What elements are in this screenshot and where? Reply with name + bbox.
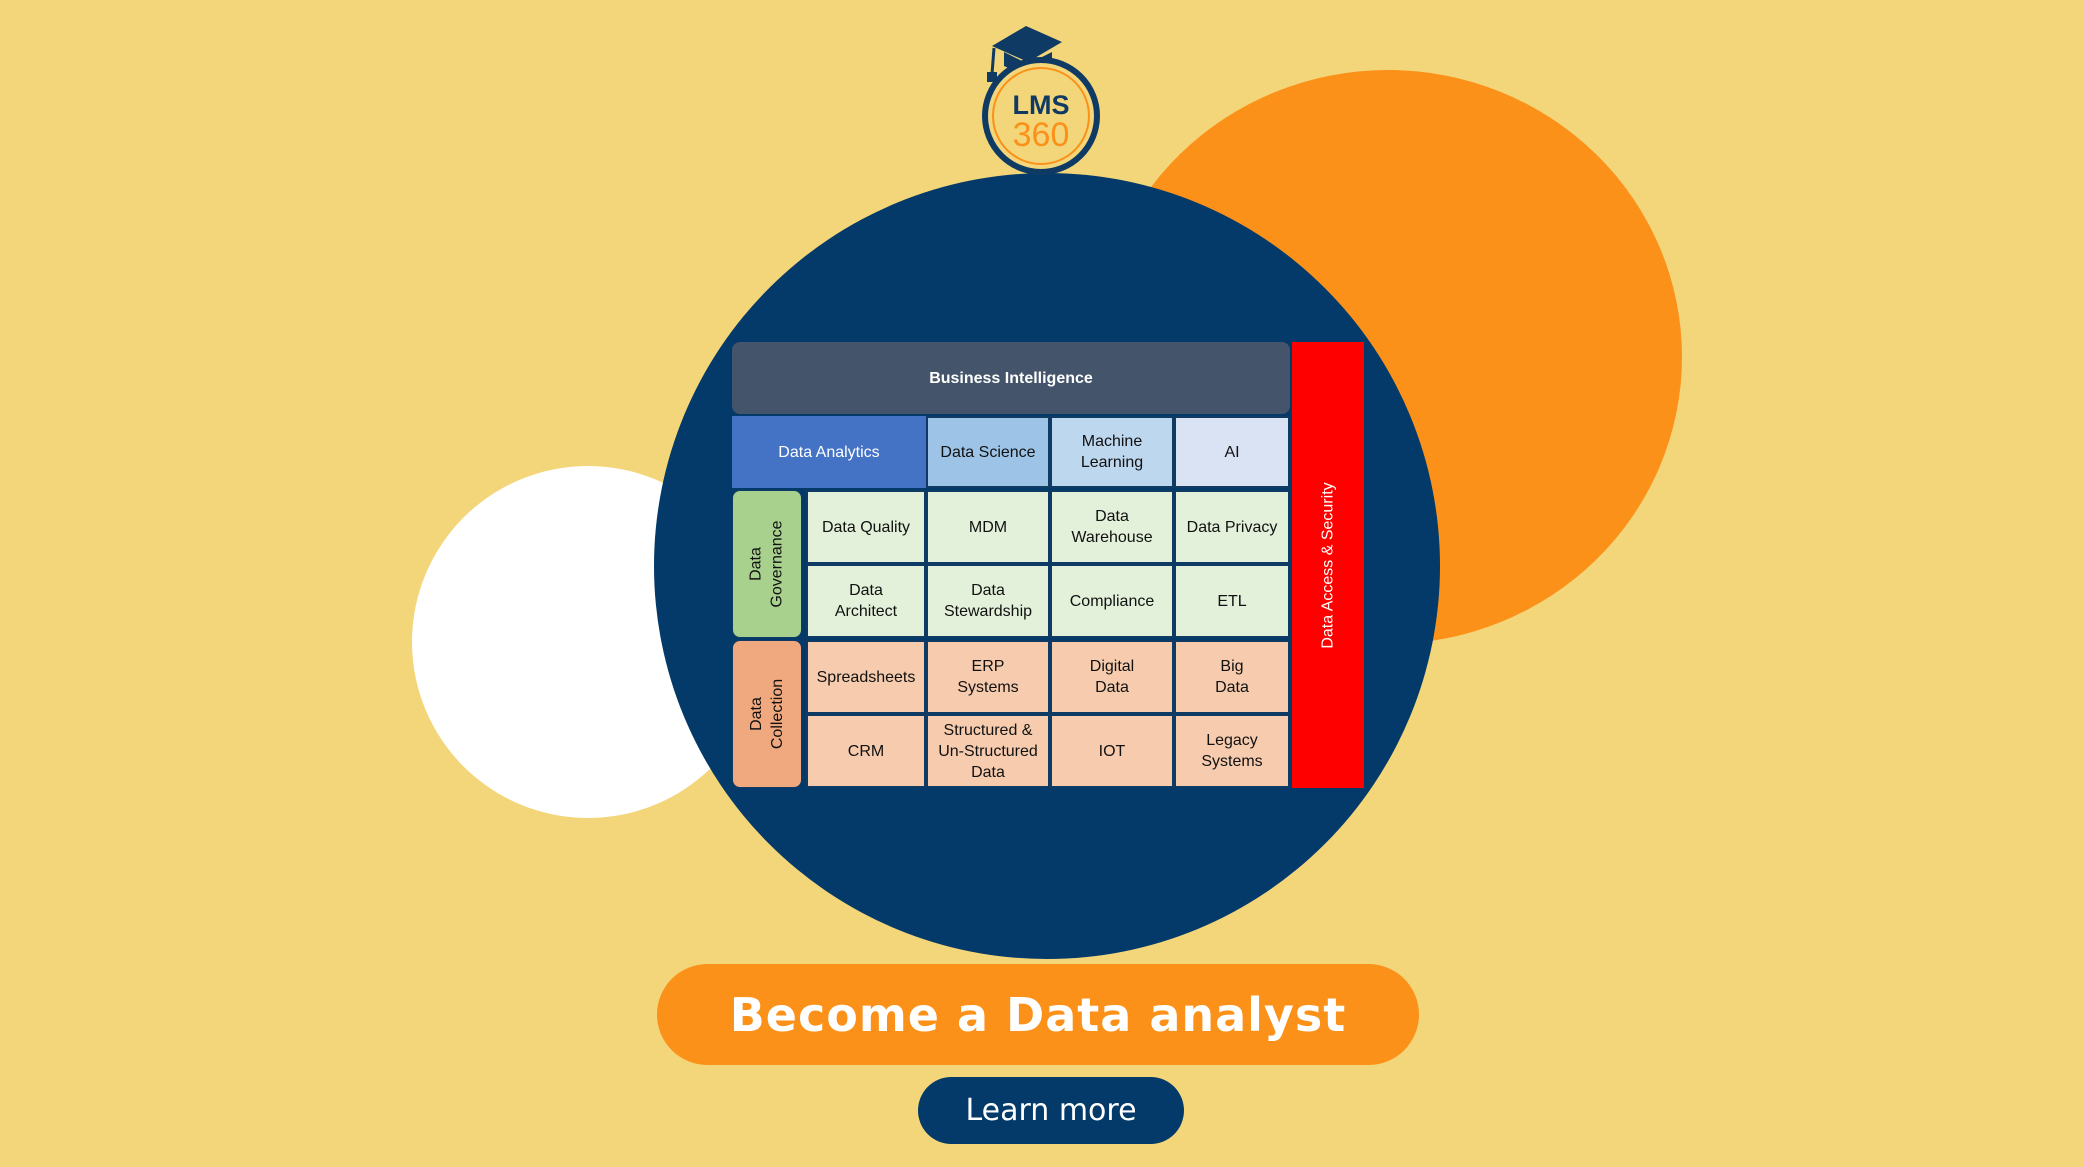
data-analytics-framework-diagram: Business Intelligence Data Access & Secu… — [732, 342, 1364, 788]
cell-data-stewardship: Data Stewardship — [926, 564, 1050, 638]
cell-spreadsheets: Spreadsheets — [806, 640, 926, 714]
cell-erp-systems: ERP Systems — [926, 640, 1050, 714]
data-collection-label: Data Collection — [732, 640, 802, 788]
cell-data-quality: Data Quality — [806, 490, 926, 564]
logo-text-360: 360 — [1013, 116, 1070, 154]
cell-data-architect: Data Architect — [806, 564, 926, 638]
cell-iot: IOT — [1050, 714, 1174, 788]
header-data-analytics: Data Analytics — [732, 416, 926, 488]
cta-banner: Become a Data analyst — [657, 964, 1419, 1065]
data-governance-label: Data Governance — [732, 490, 802, 638]
cell-data-privacy: Data Privacy — [1174, 490, 1290, 564]
header-data-science: Data Science — [926, 416, 1050, 488]
cell-data-warehouse: Data Warehouse — [1050, 490, 1174, 564]
cell-compliance: Compliance — [1050, 564, 1174, 638]
cell-big-data: Big Data — [1174, 640, 1290, 714]
header-ai: AI — [1174, 416, 1290, 488]
cell-mdm: MDM — [926, 490, 1050, 564]
cell-legacy-systems: Legacy Systems — [1174, 714, 1290, 788]
header-machine-learning: Machine Learning — [1050, 416, 1174, 488]
cell-digital-data: Digital Data — [1050, 640, 1174, 714]
learn-more-button[interactable]: Learn more — [918, 1077, 1184, 1144]
cta-title: Become a Data analyst — [729, 987, 1347, 1042]
cell-etl: ETL — [1174, 564, 1290, 638]
data-access-security-bar: Data Access & Security — [1292, 342, 1364, 788]
cell-structured-unstructured-data: Structured & Un-Structured Data — [926, 714, 1050, 788]
logo-text-lms: LMS — [1013, 90, 1070, 120]
business-intelligence-bar: Business Intelligence — [732, 342, 1290, 414]
cell-crm: CRM — [806, 714, 926, 788]
lms360-logo: LMS 360 — [982, 26, 1100, 175]
